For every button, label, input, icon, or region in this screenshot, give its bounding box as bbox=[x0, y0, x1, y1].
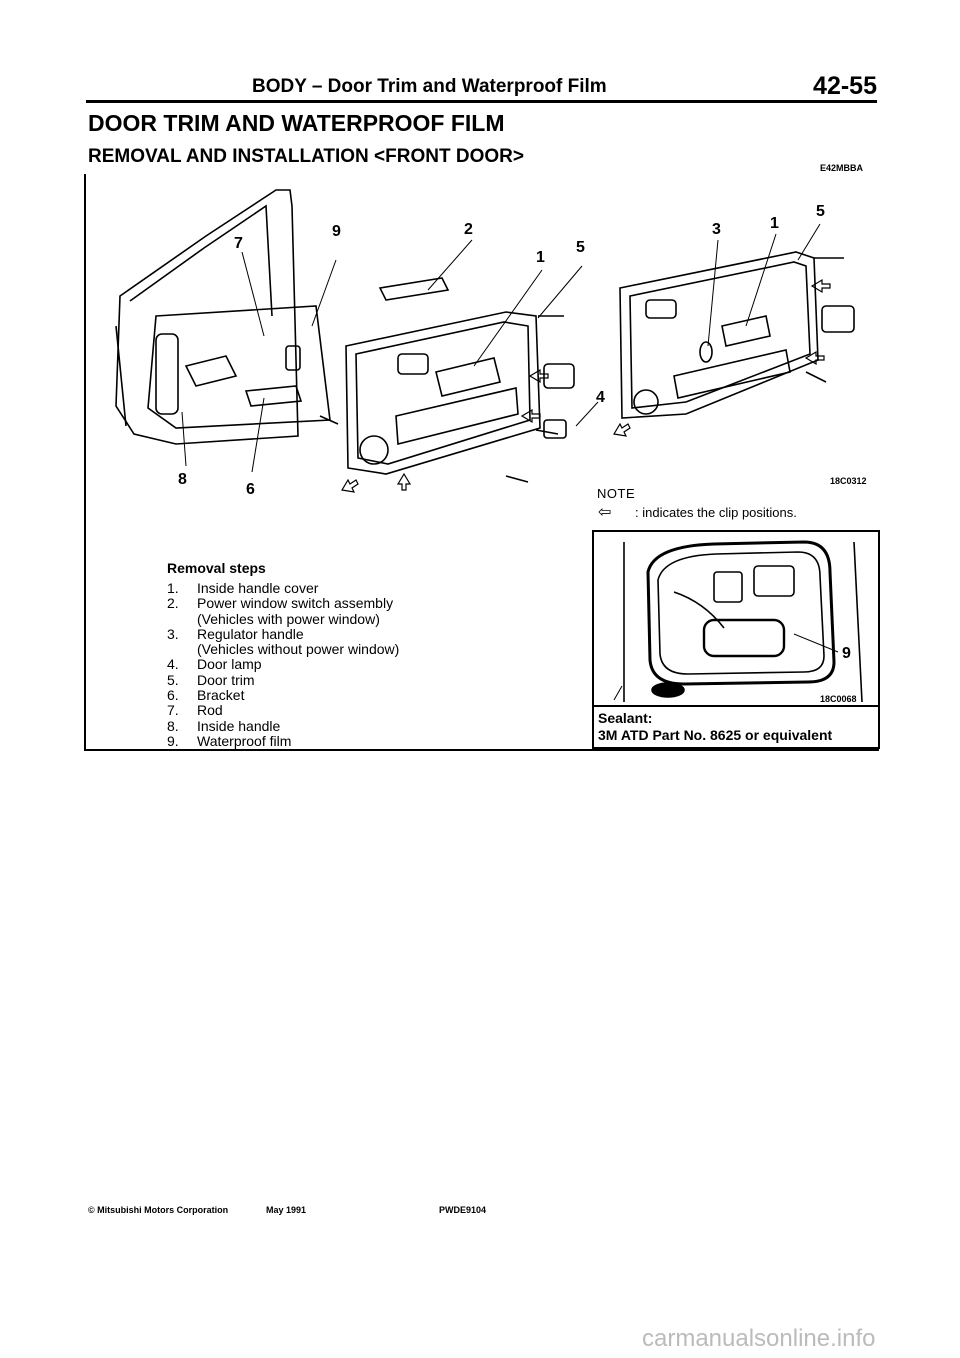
footer-document-code: PWDE9104 bbox=[439, 1205, 487, 1215]
list-item: 3.Regulator handle(Vehicles without powe… bbox=[167, 625, 400, 658]
sealant-label: Sealant: bbox=[598, 710, 653, 726]
page-number: 42-55 bbox=[813, 72, 877, 100]
callout-6: 6 bbox=[246, 481, 255, 496]
list-item: 9.Waterproof film bbox=[167, 732, 292, 749]
sealant-inset: 9 18C0068 Sealant: 3M ATD Part No. 8625 … bbox=[592, 530, 880, 749]
content-frame bbox=[84, 174, 879, 751]
callout-1: 1 bbox=[536, 249, 545, 266]
list-item: 4.Door lamp bbox=[167, 656, 262, 673]
list-item: 6.Bracket bbox=[167, 687, 245, 704]
callout-4: 4 bbox=[596, 389, 605, 406]
callout-8: 8 bbox=[178, 471, 187, 488]
waterproof-film-illustration: 9 18C0068 bbox=[613, 540, 863, 704]
door-exploded-diagram: 7 9 2 1 5 3 1 5 4 8 6 18C0312 bbox=[115, 189, 867, 496]
callout-leader-lines bbox=[181, 223, 821, 473]
footer-date: May 1991 bbox=[266, 1205, 307, 1215]
sealant-spec: Sealant: 3M ATD Part No. 8625 or equival… bbox=[594, 705, 878, 747]
page-header: BODY – Door Trim and Waterproof Film 42-… bbox=[86, 72, 877, 103]
removal-steps-title: Removal steps bbox=[167, 560, 266, 576]
callout-1b: 1 bbox=[770, 215, 779, 232]
callout-5: 5 bbox=[576, 239, 585, 256]
callout-5b: 5 bbox=[816, 203, 825, 220]
door-trim-illustration-2 bbox=[619, 251, 855, 419]
figure-code: 18C0312 bbox=[830, 476, 867, 486]
door-trim-illustration bbox=[345, 277, 575, 483]
clip-arrows bbox=[341, 278, 831, 493]
list-item: 1.Inside handle cover bbox=[167, 580, 319, 596]
footer-copyright: © Mitsubishi Motors Corporation bbox=[88, 1205, 229, 1215]
list-item: 5.Door trim bbox=[167, 671, 255, 688]
section-title: BODY – Door Trim and Waterproof Film bbox=[252, 76, 607, 97]
note-text: : indicates the clip positions. bbox=[635, 505, 797, 520]
list-item: 2.Power window switch assembly(Vehicles … bbox=[167, 595, 394, 627]
list-item: 7.Rod bbox=[167, 702, 223, 719]
callout-3: 3 bbox=[712, 221, 721, 238]
callout-9: 9 bbox=[332, 223, 341, 240]
inset-callout-9: 9 bbox=[842, 645, 851, 662]
clip-position-arrow-icon: ⇦ bbox=[598, 504, 612, 521]
callout-2: 2 bbox=[464, 221, 473, 238]
callout-7: 7 bbox=[234, 235, 243, 252]
door-frame-illustration bbox=[115, 189, 339, 445]
note-label: NOTE bbox=[597, 486, 636, 501]
watermark-text: carmanualsonline.info bbox=[642, 1325, 876, 1352]
list-item: 8.Inside handle bbox=[167, 717, 281, 734]
reference-code: E42MBBA bbox=[820, 163, 864, 173]
page-title: DOOR TRIM AND WATERPROOF FILM bbox=[88, 110, 505, 136]
removal-steps-list: 1.Inside handle cover 2.Power window swi… bbox=[167, 580, 400, 749]
inset-figure-code: 18C0068 bbox=[820, 694, 857, 704]
section-subtitle: REMOVAL AND INSTALLATION <FRONT DOOR> bbox=[88, 146, 524, 167]
sealant-part-number: 3M ATD Part No. 8625 or equivalent bbox=[598, 727, 833, 743]
